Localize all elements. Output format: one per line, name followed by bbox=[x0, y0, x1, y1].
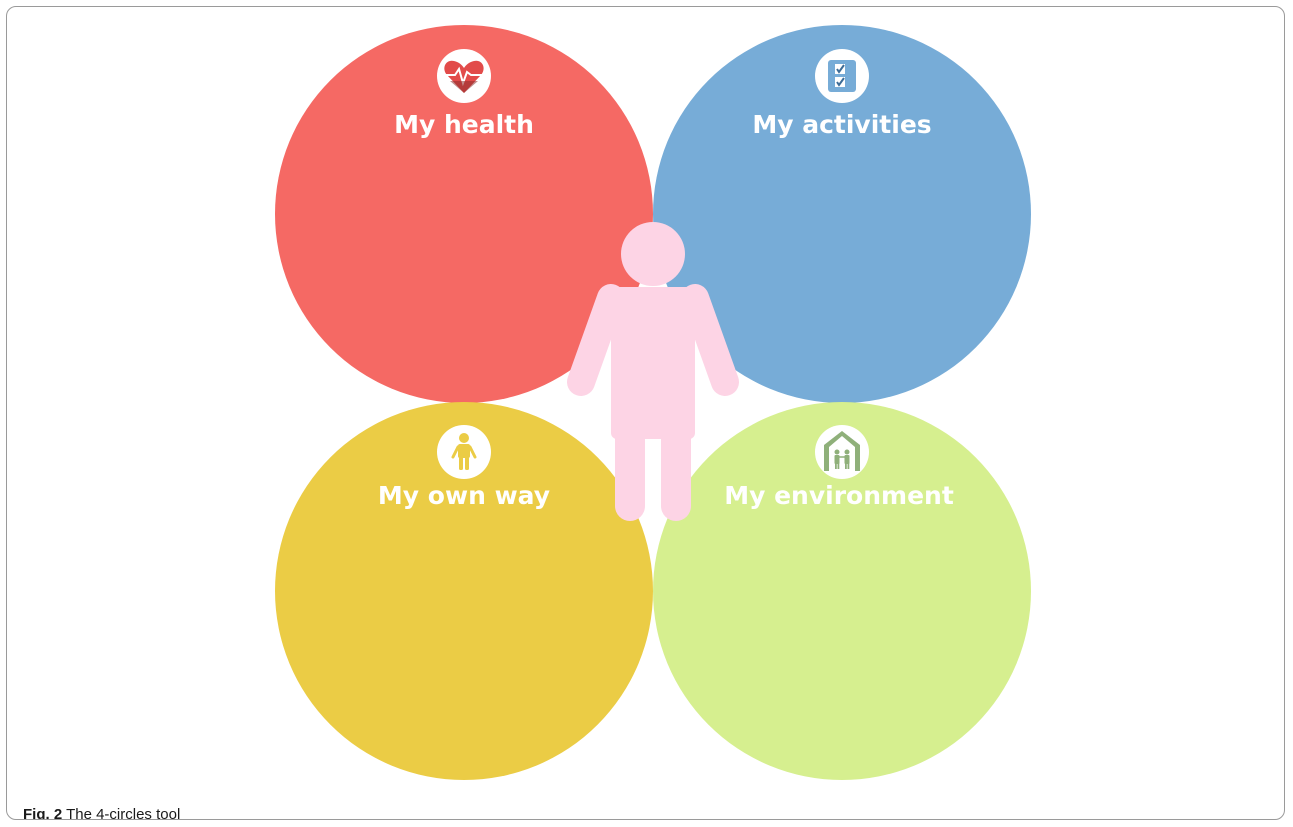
person-left-leg bbox=[615, 421, 645, 521]
person-head bbox=[621, 222, 685, 286]
figure-caption: Fig. 2 The 4-circles tool bbox=[23, 804, 181, 820]
home-family-icon bbox=[815, 425, 869, 479]
four-circles-diagram: My health My activities My own way My en… bbox=[275, 25, 1031, 780]
heart-pulse-icon bbox=[437, 49, 491, 103]
person-icon bbox=[437, 425, 491, 479]
circle-title-my-health: My health bbox=[394, 110, 534, 139]
circle-title-my-own-way: My own way bbox=[378, 481, 550, 510]
person-torso bbox=[611, 287, 695, 439]
central-person-figure bbox=[567, 222, 739, 521]
figure-caption-text: The 4-circles tool bbox=[66, 806, 181, 820]
figure-caption-label: Fig. 2 bbox=[23, 806, 63, 820]
circle-my-environment bbox=[653, 402, 1031, 780]
person-right-leg bbox=[661, 421, 691, 521]
figure-frame: My health My activities My own way My en… bbox=[6, 6, 1285, 820]
checklist-icon bbox=[815, 49, 869, 103]
circle-my-health bbox=[275, 25, 653, 403]
circle-title-my-activities: My activities bbox=[752, 110, 931, 139]
person-left-arm bbox=[567, 284, 625, 396]
circle-my-own-way bbox=[275, 402, 653, 780]
person-right-arm bbox=[681, 284, 739, 396]
circle-my-activities bbox=[653, 25, 1031, 403]
circle-title-my-environment: My environment bbox=[724, 481, 954, 510]
